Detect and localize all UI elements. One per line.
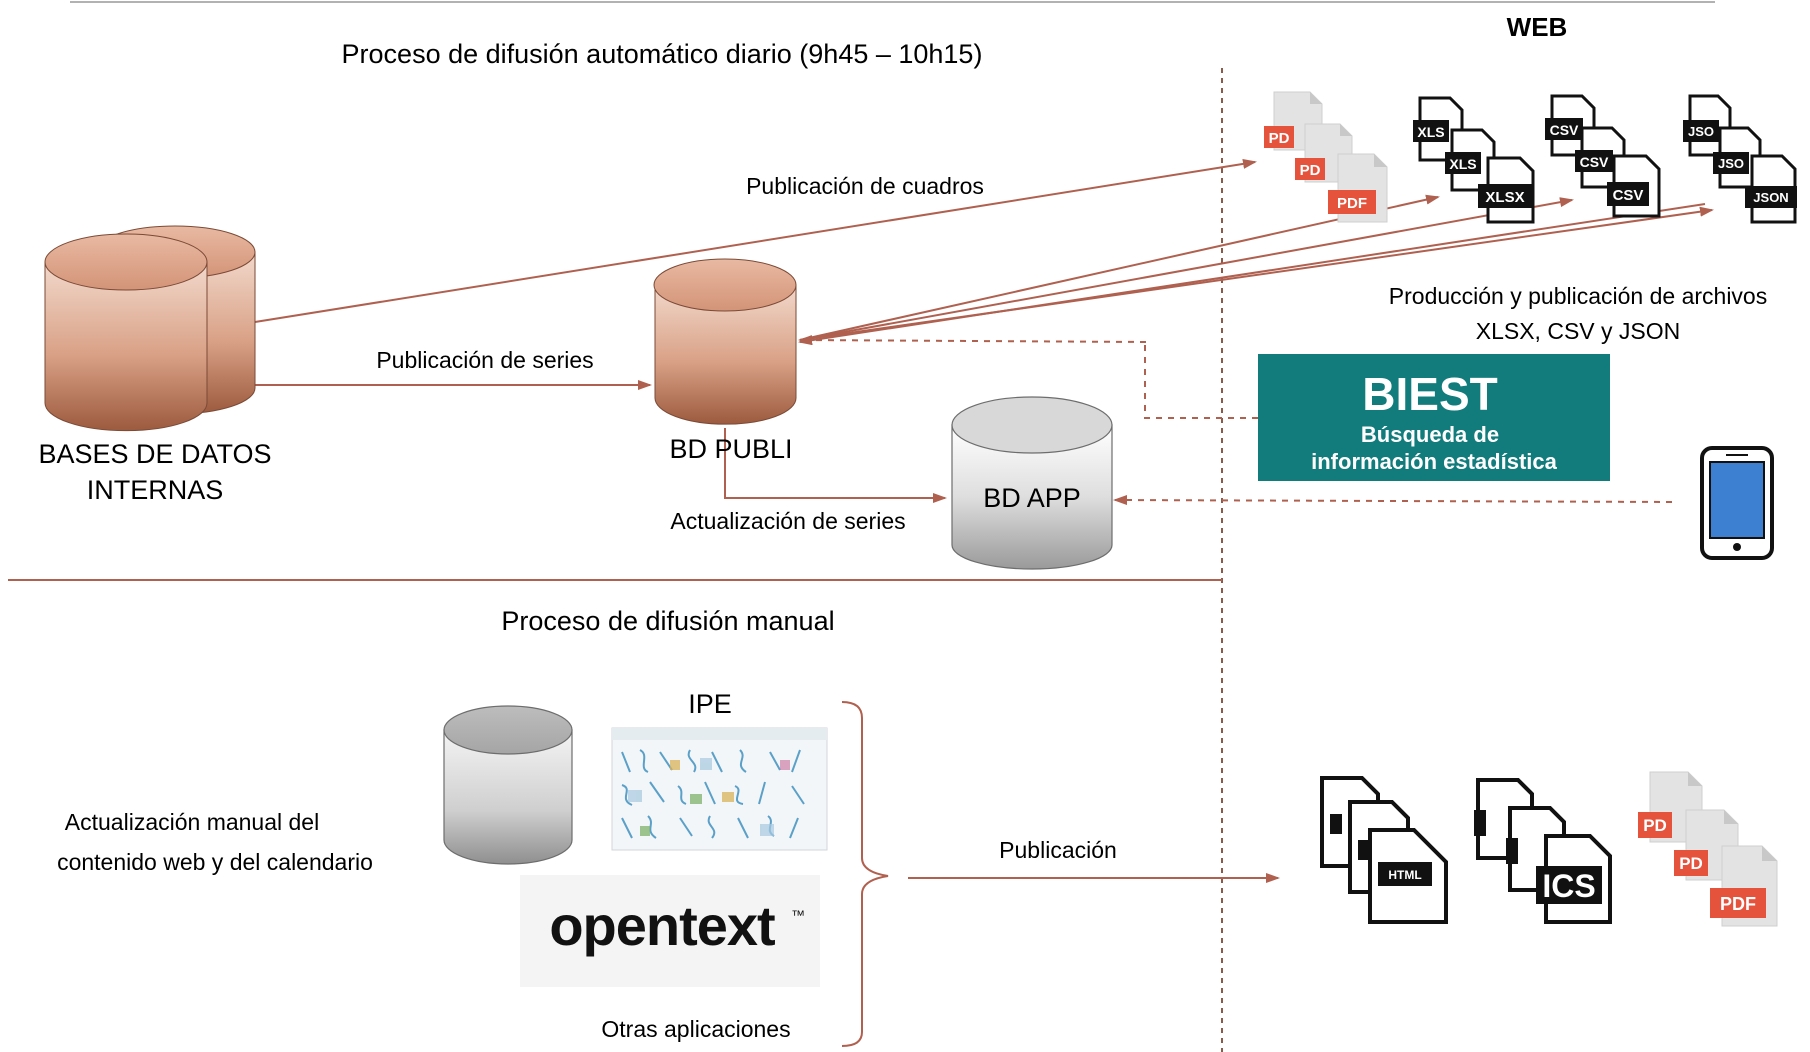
manual-update-label-1: Actualización manual del: [65, 809, 319, 835]
xlsx-badge-1: XLS: [1417, 124, 1444, 140]
arrow-publi-csv: [799, 197, 1574, 341]
pdf-bottom-badge-3: PDF: [1720, 894, 1756, 914]
label-produccion-line1: Producción y publicación de archivos: [1389, 283, 1767, 309]
json-file-icon: JSON: [1745, 154, 1797, 224]
html-file-stack: HTML: [1320, 776, 1448, 924]
label-publicacion-cuadros: Publicación de cuadros: [746, 173, 984, 199]
html-file-icon: HTML: [1368, 828, 1448, 924]
opentext-trademark: ™: [791, 907, 805, 923]
manual-update-label-2: contenido web y del calendario: [57, 849, 373, 875]
internal-databases: [44, 225, 256, 432]
biest-banner[interactable]: BIEST Búsqueda de información estadístic…: [1258, 354, 1610, 481]
opentext-wordmark: opentext: [549, 894, 775, 957]
label-actualizacion-series: Actualización de series: [670, 508, 905, 534]
ics-file-icon: ICS: [1536, 834, 1612, 924]
xlsx-file-stack: XLS XLS XLSX: [1413, 96, 1535, 224]
pdf-file-stack-bottom: PD PD PDF: [1638, 771, 1778, 927]
csv-badge-1: CSV: [1550, 122, 1579, 138]
ipe-screenshot-thumbnail: [611, 727, 828, 851]
pdf-badge-1: PD: [1269, 130, 1290, 147]
csv-file-icon: CSV: [1607, 154, 1661, 218]
other-apps-label: Otras aplicaciones: [601, 1016, 790, 1042]
database-cylinder-front: [44, 233, 208, 432]
json-badge-3: JSON: [1753, 190, 1788, 205]
bd-app-cylinder: [951, 396, 1113, 570]
label-publicacion-series: Publicación de series: [376, 347, 593, 373]
bd-publi-cylinder: [653, 258, 797, 425]
auto-process-title: Proceso de difusión automático diario (9…: [342, 39, 983, 69]
arrow-biest-to-publi: [798, 335, 1147, 346]
pdf-badge-3: PDF: [1337, 195, 1367, 212]
biest-title: BIEST: [1362, 368, 1497, 420]
manual-process-title: Proceso de difusión manual: [501, 606, 834, 636]
biest-background: [1258, 354, 1610, 481]
label-publicacion: Publicación: [999, 837, 1117, 863]
pdf-bottom-badge-2: PD: [1679, 854, 1703, 873]
bd-publi-label: BD PUBLI: [669, 434, 792, 464]
opentext-logo: opentext ™: [520, 875, 820, 987]
xlsx-file-icon: XLS: [1445, 128, 1496, 192]
connectors: [254, 158, 1714, 1047]
json-file-icon: JSO: [1713, 126, 1762, 189]
label-produccion-line2: XLSX, CSV y JSON: [1476, 318, 1681, 344]
internal-db-label-2: INTERNAS: [87, 475, 224, 505]
ipe-label: IPE: [688, 689, 732, 719]
json-file-stack: JSO JSO JSON: [1683, 94, 1797, 224]
csv-badge-3: CSV: [1613, 187, 1644, 204]
dashed-biest-link: [1144, 341, 1258, 419]
pdf-badge-2: PD: [1300, 162, 1321, 179]
pdf-file-icon: PDF: [1710, 845, 1778, 927]
json-badge-2: JSO: [1718, 156, 1744, 171]
ics-badge: ICS: [1542, 868, 1595, 904]
xlsx-badge-3: XLSX: [1485, 189, 1524, 206]
pdf-bottom-badge-1: PD: [1643, 816, 1667, 835]
internal-db-label-1: BASES DE DATOS: [38, 439, 271, 469]
pdf-file-icon: PDF: [1328, 153, 1388, 223]
biest-subtitle-1: Búsqueda de: [1361, 422, 1499, 447]
arrow-app-to-bdapp: [1113, 495, 1673, 506]
xlsx-badge-2: XLS: [1449, 156, 1476, 172]
mobile-phone-icon: [1700, 446, 1774, 560]
html-badge: HTML: [1388, 868, 1421, 882]
pdf-file-stack-top: PD PD PDF: [1264, 91, 1388, 223]
arrow-files-to-publi: [798, 203, 1706, 346]
arrow-publi-xlsx: [799, 194, 1440, 341]
manual-bracket: [841, 701, 889, 1047]
arrow-cuadros-pdf: [254, 158, 1257, 323]
manual-database-cylinder: [443, 705, 573, 865]
web-label: WEB: [1507, 12, 1568, 42]
bd-app-label: BD APP: [983, 483, 1081, 513]
ics-file-stack: ICS: [1474, 778, 1612, 924]
csv-file-stack: CSV CSV CSV: [1545, 94, 1661, 218]
json-badge-1: JSO: [1688, 124, 1714, 139]
arrow-actualizacion-series: [724, 428, 947, 503]
biest-subtitle-2: información estadística: [1311, 449, 1558, 474]
xlsx-file-icon: XLSX: [1478, 156, 1535, 224]
csv-badge-2: CSV: [1580, 154, 1609, 170]
